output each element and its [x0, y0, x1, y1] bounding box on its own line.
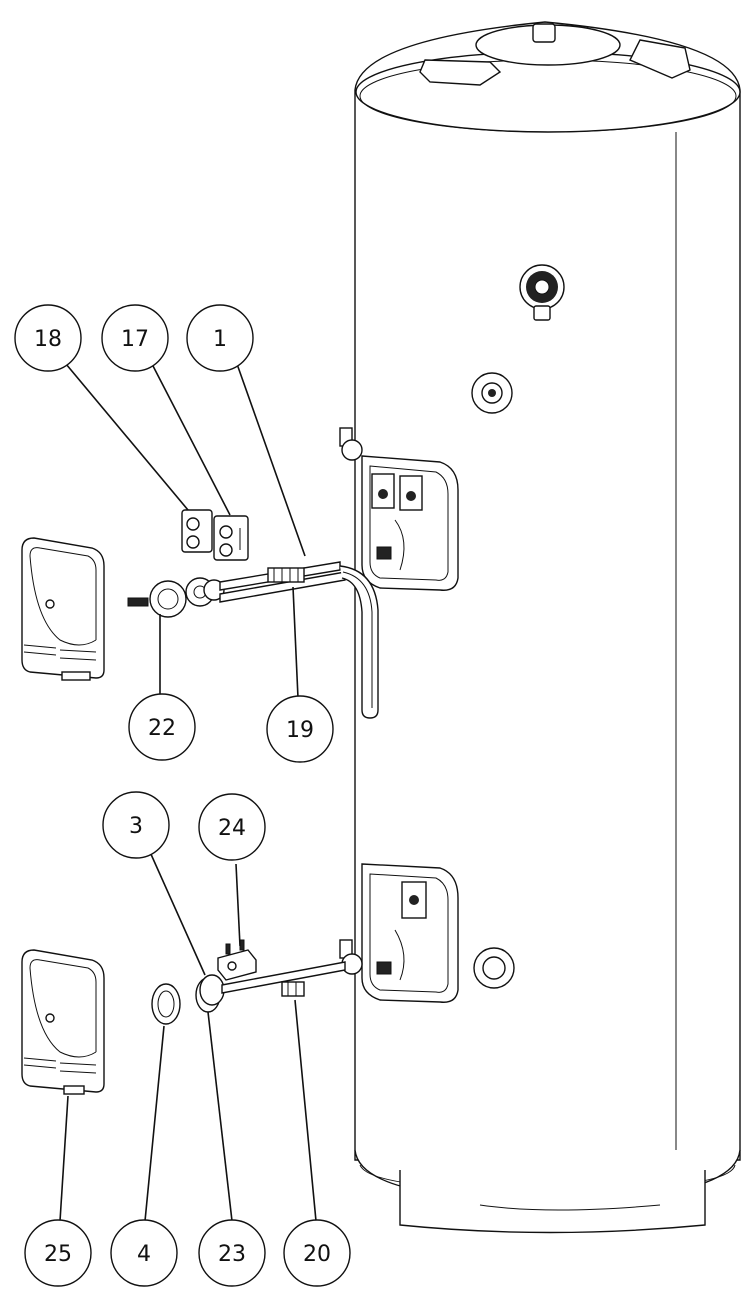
callout-17-label: 17: [121, 327, 149, 352]
callout-25-label: 25: [44, 1242, 72, 1267]
callout-17: 17: [101, 304, 169, 372]
upper-heating-element-icon: [219, 561, 379, 719]
callout-23: 23: [198, 1219, 266, 1287]
lower-port-icon: [473, 947, 515, 989]
callout-4: 4: [110, 1219, 178, 1287]
lower-flange-icon: [151, 983, 181, 1025]
cylinder: [354, 21, 741, 1234]
callout-24: 24: [198, 793, 266, 861]
callout-24-label: 24: [218, 816, 246, 841]
lower-gasket-icon: [195, 974, 225, 1013]
callout-20-label: 20: [303, 1242, 331, 1267]
callout-23-label: 23: [218, 1242, 246, 1267]
callout-18-label: 18: [34, 327, 62, 352]
callout-4-label: 4: [137, 1242, 151, 1267]
lower-heating-element-icon: [221, 961, 346, 997]
leader-lines: [59, 363, 317, 1222]
switch-24-icon: [217, 939, 257, 981]
upper-port-icon: [471, 372, 513, 414]
callout-18: 18: [14, 304, 82, 372]
lower-control-box-icon: [339, 863, 459, 1003]
callout-3-label: 3: [129, 814, 143, 839]
callout-20: 20: [283, 1219, 351, 1287]
callout-25: 25: [24, 1219, 92, 1287]
callout-19: 19: [266, 695, 334, 763]
callout-22-label: 22: [148, 716, 176, 741]
callout-19-label: 19: [286, 718, 314, 743]
lower-cover-panel-icon: [21, 949, 105, 1095]
callout-3: 3: [102, 791, 170, 859]
thermostat-17-icon: [213, 515, 249, 561]
thermostat-18-icon: [181, 509, 213, 553]
callout-1: 1: [186, 304, 254, 372]
upper-cover-panel-icon: [21, 537, 105, 681]
upper-flange-icon: [127, 577, 225, 618]
callout-1-label: 1: [213, 327, 227, 352]
thermometer-gauge-icon: [519, 264, 565, 321]
callout-22: 22: [128, 693, 196, 761]
